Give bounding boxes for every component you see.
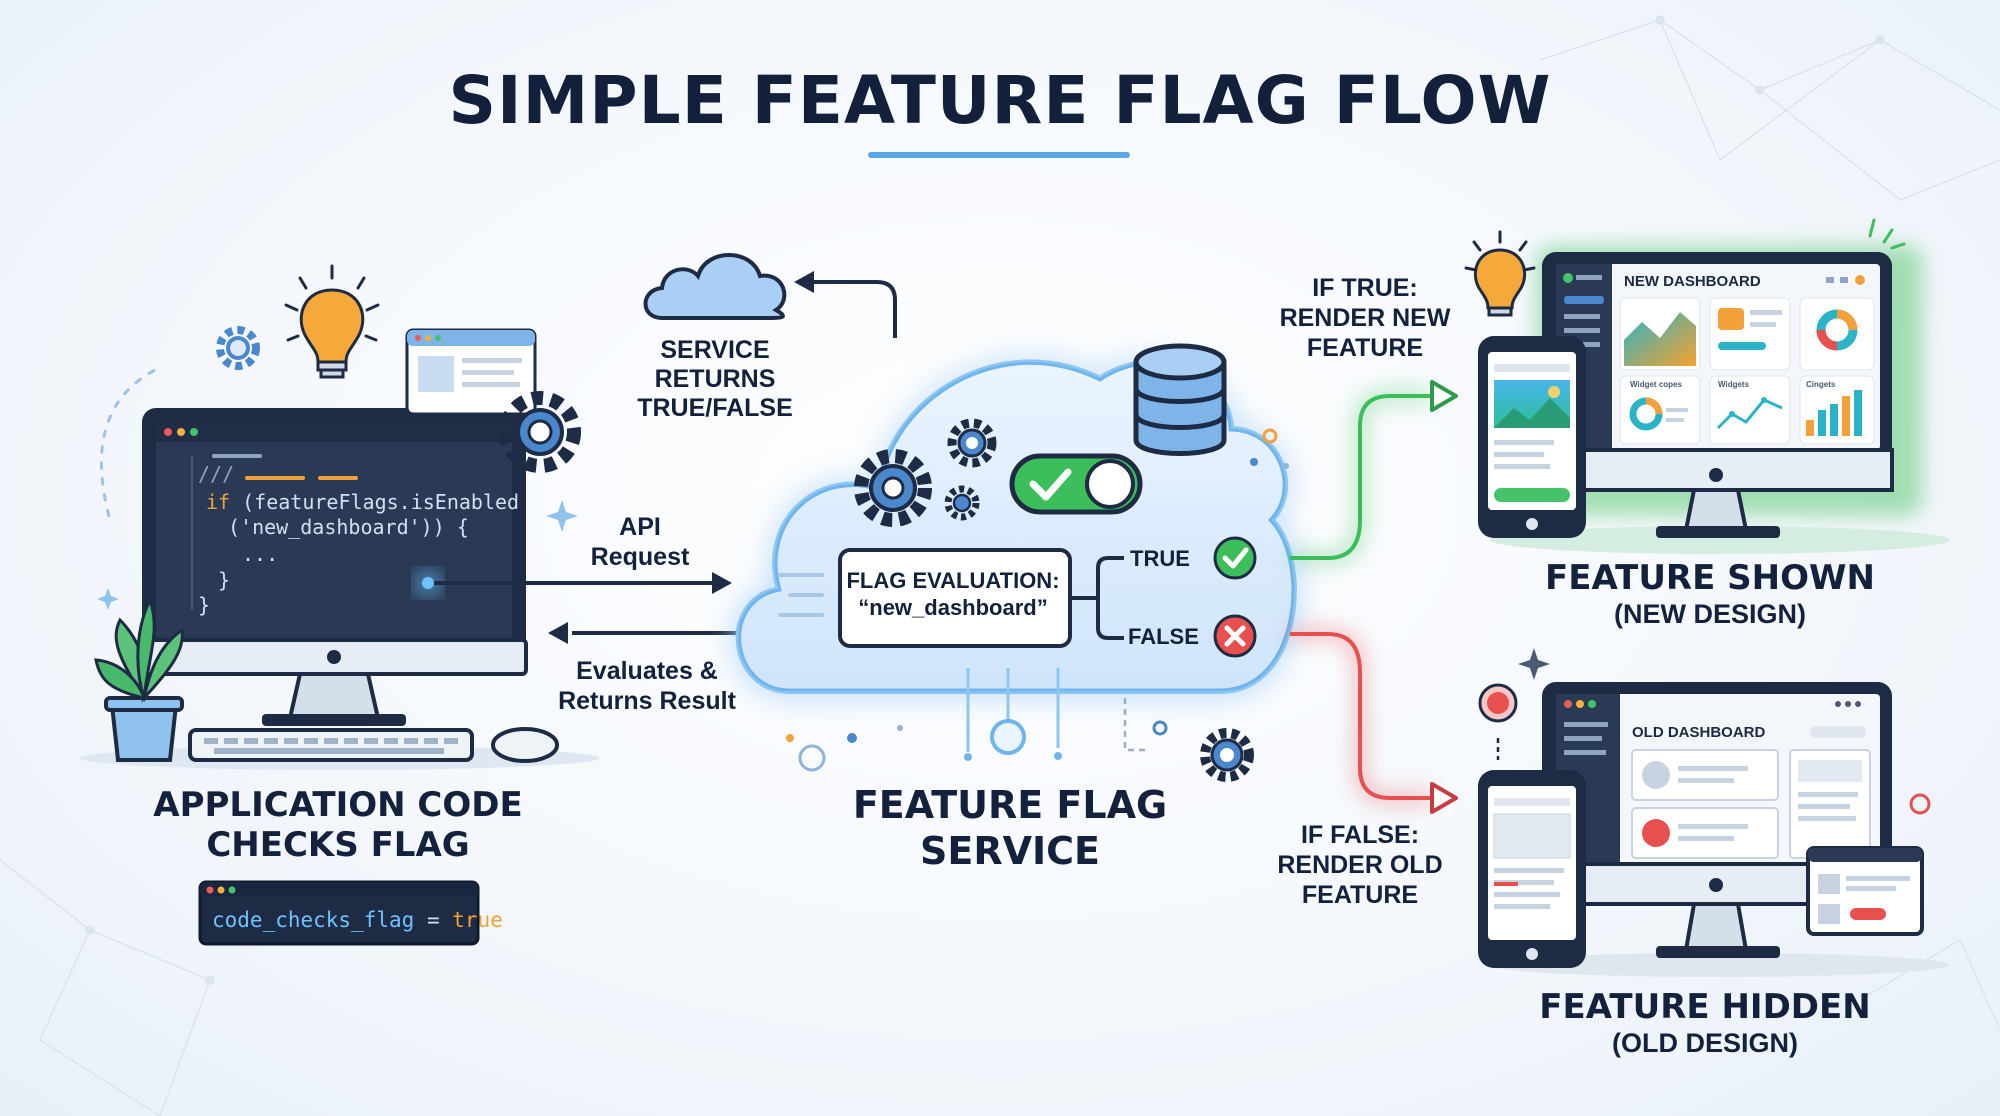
plant-icon [94,596,184,762]
label-line: FEATURE [1301,881,1419,909]
flag-snippet-box [198,880,480,946]
lightbulb-icon [1464,230,1536,317]
code-line-arg: ('new_dashboard')) { [228,515,469,539]
cross-icon [1213,614,1257,658]
label-line: CHECKS FLAG [206,825,470,865]
old-dashboard-title: OLD DASHBOARD [1632,724,1766,741]
code-keyword: if [206,490,231,514]
sparkle-icon [1868,218,1906,250]
label-line: Request [590,543,690,571]
label-line: FEATURE FLAG [852,783,1168,827]
service-returns-label: SERVICE RETURNS TRUE/FALSE [610,336,820,423]
widget-label: Cingets [1806,380,1836,389]
mouse-icon [491,727,559,763]
snippet-variable: code_checks_flag [212,908,415,932]
gear-icon [947,418,997,468]
feature-flag-service-label: FEATURE FLAG SERVICE [770,782,1250,874]
snippet-value: true [452,908,503,932]
title-underline [868,152,1130,158]
code-condition: (featureFlags.isEnabled [242,490,520,514]
check-icon [1213,536,1257,580]
left-computer [80,328,600,770]
true-label: TRUE [1130,546,1190,571]
label-line: FEATURE [1306,334,1424,362]
eval-line: FLAG EVALUATION: [846,568,1060,593]
widget-label: Widgets [1718,380,1750,389]
keyboard-icon [188,728,474,762]
evaluates-returns-label: Evaluates & Returns Result [532,656,762,716]
false-route-arrow [1290,629,1458,814]
gear-icon [499,391,581,473]
gear-icon [854,449,932,527]
code-line-body: ... [242,542,279,566]
code-line-close-outer: } [198,593,211,617]
lightbulb-icon [284,264,380,379]
api-request-arrow [434,572,732,594]
if-true-label: IF TRUE: RENDER NEW FEATURE [1250,273,1480,363]
label-line: Evaluates & [576,657,718,685]
true-route-arrow [1290,380,1458,563]
label-line: RETURNS [654,365,776,393]
gear-icon [1200,728,1254,782]
old-dashboard-devices [1478,682,1950,977]
evaluates-returns-arrow [548,622,758,644]
eval-key: “new_dashboard” [858,595,1048,620]
label-line: TRUE/FALSE [637,394,793,422]
new-dashboard-devices [1478,246,1950,554]
label-subline: (OLD DESIGN) [1612,1028,1798,1058]
toggle-icon [1009,453,1143,515]
sparkle-icon [1478,648,1931,815]
feature-hidden-label: FEATURE HIDDEN (OLD DESIGN) [1505,987,1905,1059]
code-comment: /// [198,462,235,486]
label-line: SERVICE [660,336,770,364]
code-line-if: if (featureFlags.isEnabled [206,490,519,515]
label-line: FEATURE SHOWN [1545,558,1875,598]
label-line: APPLICATION CODE [153,785,523,825]
label-line: FEATURE HIDDEN [1539,987,1871,1027]
label-line: IF TRUE: [1312,274,1418,302]
api-request-label: API Request [560,512,720,572]
sparkle-icon [97,500,578,610]
gear-icon [216,326,260,370]
label-line: RENDER OLD [1277,851,1443,879]
false-label: FALSE [1128,624,1199,649]
label-subline: (NEW DESIGN) [1614,599,1806,629]
widget-label: Widget copes [1630,380,1682,389]
flag-evaluation-text: FLAG EVALUATION: “new_dashboard” [842,567,1064,621]
feature-shown-label: FEATURE SHOWN (NEW DESIGN) [1510,558,1910,630]
page-title: SIMPLE FEATURE FLAG FLOW [448,62,1552,139]
snippet-operator: = [426,908,440,932]
application-code-label: APPLICATION CODE CHECKS FLAG [98,785,578,865]
label-line: RENDER NEW [1279,304,1451,332]
cloud-icon [643,253,787,320]
gear-icon [944,485,980,521]
service-returns-arrow [794,271,897,338]
code-line-close-inner: } [218,568,231,592]
label-line: API [619,513,661,541]
database-icon [1133,343,1227,456]
if-false-label: IF FALSE: RENDER OLD FEATURE [1240,820,1480,910]
label-line: IF FALSE: [1300,821,1420,849]
label-line: SERVICE [920,829,1100,873]
label-line: Returns Result [558,687,736,715]
new-dashboard-title: NEW DASHBOARD [1624,273,1761,290]
background-network [0,15,2000,1116]
flag-snippet-text: code_checks_flag = true [212,908,503,932]
flag-evaluation-box [838,548,1124,648]
